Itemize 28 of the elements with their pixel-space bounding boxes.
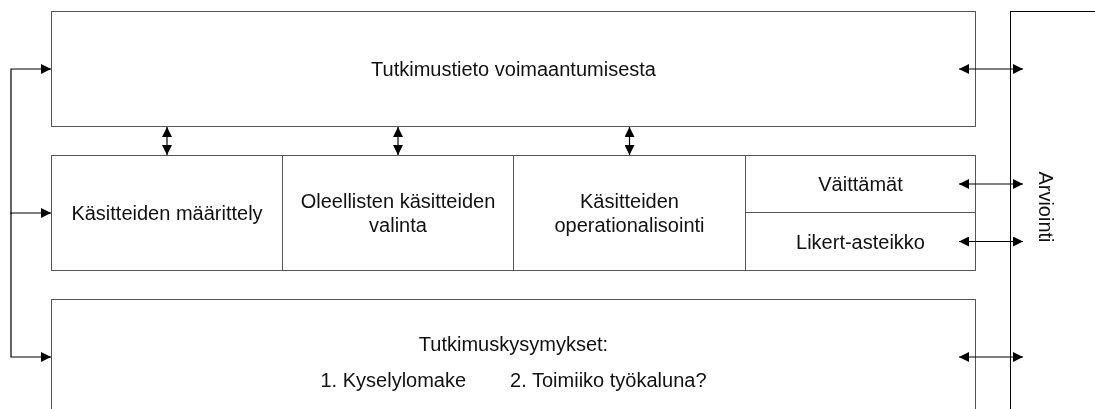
arrow <box>393 126 403 156</box>
box-label: Käsitteiden operationalisointi <box>553 189 706 237</box>
box-label: Käsitteiden määrittely <box>70 201 264 225</box>
arrow <box>958 64 1024 74</box>
process-box <box>745 212 976 271</box>
heading-text: Tutkimuskysymykset: <box>418 332 609 356</box>
arrow <box>10 208 52 218</box>
arrow <box>958 352 1024 362</box>
box-label: Väittämät <box>817 172 904 196</box>
arrow <box>10 64 52 215</box>
process-box <box>282 155 514 271</box>
vertical-label: Arviointi <box>1034 171 1058 243</box>
list-item: 2. Toimiiko työkaluna? <box>510 368 707 392</box>
box-label: Oleellisten käsitteiden valinta <box>299 189 497 237</box>
process-box <box>51 299 976 409</box>
arrow <box>624 126 635 156</box>
arrow <box>958 179 1024 189</box>
box-label: Likert-asteikko <box>795 229 926 254</box>
process-box <box>51 11 976 127</box>
list-item: 1. Kyselylomake <box>320 368 467 392</box>
arrow <box>162 126 172 156</box>
process-box <box>745 155 976 213</box>
arrow <box>10 213 52 362</box>
side-box <box>1010 11 1095 409</box>
arrow <box>958 236 1024 247</box>
box-label: Tutkimustieto voimaantumisesta <box>370 57 657 81</box>
process-box <box>51 155 283 271</box>
process-box <box>513 155 746 271</box>
